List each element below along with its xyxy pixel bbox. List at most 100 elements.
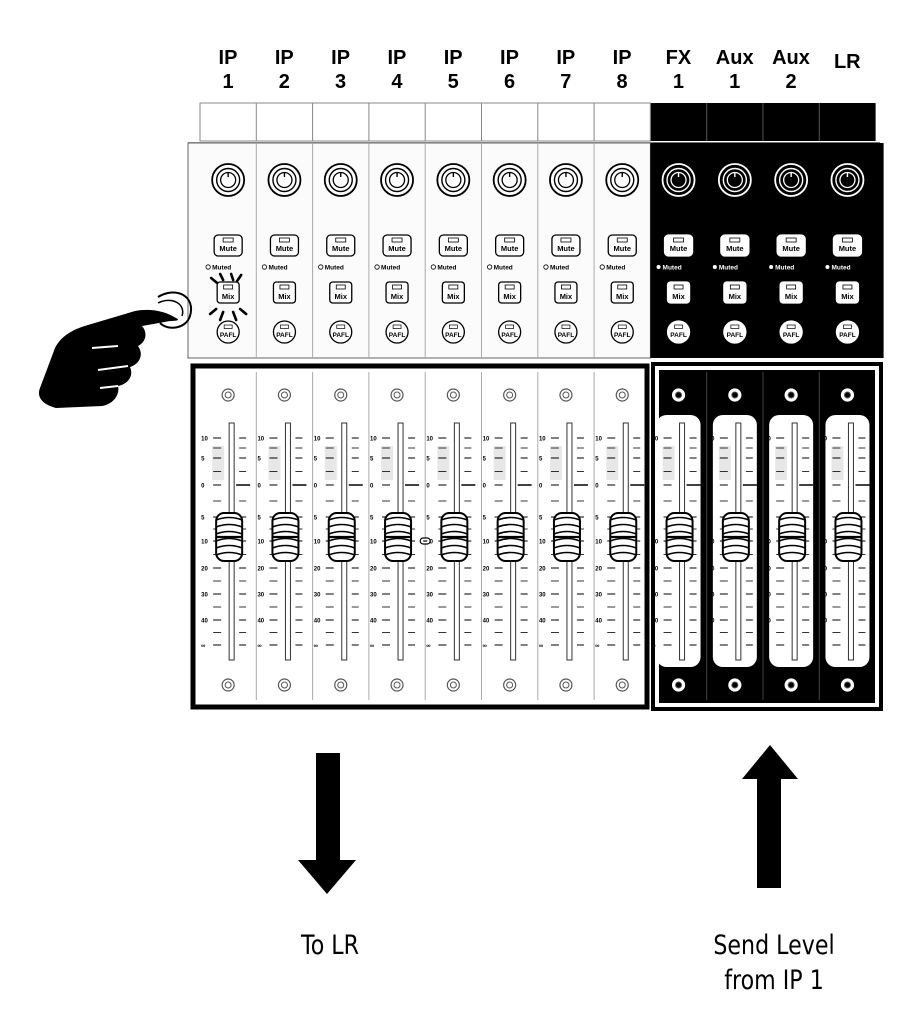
fader-cap-ridge — [722, 523, 750, 528]
scale-label: 40 — [483, 619, 490, 625]
scale-label: 5 — [764, 457, 768, 463]
pafl-label: PAFL — [558, 332, 575, 339]
channel-header-number: 1 — [729, 71, 741, 93]
scale-label: 0 — [820, 484, 824, 490]
mute-led — [785, 237, 797, 243]
fader-cap-ridge — [215, 551, 243, 556]
mute-button — [269, 234, 300, 257]
mix-button — [385, 281, 409, 304]
scale-label: 0 — [483, 484, 487, 490]
send-level-line-2: from IP 1 — [724, 965, 824, 996]
fader-cap-ridge — [553, 544, 581, 549]
pafl-label: PAFL — [445, 332, 462, 339]
fader-cap-ridge — [722, 530, 750, 535]
pafl-button — [610, 320, 634, 344]
muted-led — [543, 264, 549, 270]
muted-label: Muted — [775, 265, 794, 272]
scale-label: 30 — [257, 593, 264, 599]
mute-button — [382, 234, 412, 257]
mix-led — [729, 284, 740, 290]
fader-cap-ridge — [778, 516, 806, 521]
fader-cap-ridge — [609, 523, 637, 528]
fader-cap-ridge — [497, 551, 524, 556]
mix-led — [617, 284, 628, 290]
scale-label: ∞ — [314, 644, 318, 650]
mute-button — [494, 234, 525, 257]
channel-header-line: IP — [500, 47, 519, 69]
fader-cap-ridge — [441, 516, 468, 521]
screw-bottom-inner — [224, 681, 232, 689]
mute-label: Mute — [501, 244, 519, 253]
mute-led — [729, 237, 741, 243]
fader-cap-ridge — [328, 516, 356, 521]
scale-label: 0 — [370, 484, 374, 490]
scale-label: 30 — [764, 593, 771, 599]
fader-cap-ridge — [215, 516, 243, 521]
scale-label: 10 — [652, 540, 659, 546]
fader-cap-ridge — [666, 530, 693, 535]
fader-cap-ridge — [835, 523, 862, 528]
scale-label: 5 — [652, 457, 656, 463]
mix-label: Mix — [391, 292, 404, 301]
pafl-button — [216, 320, 240, 344]
mix-button — [497, 281, 522, 304]
channel-header-line: IP — [331, 47, 351, 69]
screw-top-inner — [675, 391, 683, 399]
fader-cap-ridge — [328, 544, 356, 549]
scale-label: 5 — [426, 516, 430, 522]
pafl-led — [505, 324, 514, 329]
muted-label: Muted — [719, 265, 738, 272]
fader-cap-ridge — [666, 523, 693, 528]
mute-button — [438, 234, 469, 257]
pafl-led — [280, 324, 289, 329]
muted-led — [261, 264, 268, 270]
mute-led — [222, 237, 234, 243]
fader-cap-ridge — [835, 551, 862, 556]
scale-label: 10 — [708, 437, 715, 443]
fader-cap-ridge — [609, 544, 637, 549]
muted-label: Muted — [550, 265, 569, 272]
scale-label: 5 — [370, 516, 374, 522]
scale-label: 10 — [539, 540, 546, 546]
fader-cap-ridge — [328, 537, 356, 542]
mix-led — [223, 284, 234, 290]
scale-label: 20 — [370, 567, 377, 573]
mute-label: Mute — [219, 244, 237, 253]
fader-cap-ridge — [553, 516, 581, 521]
knob-cap — [276, 171, 293, 189]
mute-label: Mute — [782, 244, 800, 253]
scale-label: 5 — [370, 457, 374, 463]
scale-label: 10 — [820, 437, 827, 443]
pafl-label: PAFL — [614, 332, 631, 339]
flash-ray — [209, 276, 219, 285]
mute-led — [673, 237, 684, 243]
mute-led — [335, 237, 347, 243]
send-level-caption: Send Level from IP 1 — [684, 928, 864, 998]
scale-label: 20 — [426, 567, 433, 573]
pafl-button — [723, 320, 747, 344]
fader-cap-ridge — [609, 537, 637, 542]
scale-label: 40 — [652, 619, 659, 625]
pafl-button — [554, 320, 578, 344]
mix-button — [554, 281, 578, 304]
pafl-button — [441, 320, 466, 344]
mute-label: Mute — [839, 244, 857, 253]
scale-label: 0 — [314, 484, 318, 490]
fader-cap-ridge — [666, 516, 693, 521]
scale-shading — [775, 446, 788, 480]
scale-label: 10 — [764, 437, 771, 443]
screw-top-inner — [731, 391, 739, 399]
screw-bottom-inner — [280, 681, 288, 689]
muted-label: Muted — [831, 265, 850, 272]
mute-label: Mute — [445, 244, 463, 253]
knob-cap — [445, 171, 462, 189]
mix-button — [723, 281, 747, 304]
fader-cap-ridge — [778, 551, 806, 556]
mix-label: Mix — [672, 292, 685, 301]
pafl-led — [843, 324, 852, 329]
